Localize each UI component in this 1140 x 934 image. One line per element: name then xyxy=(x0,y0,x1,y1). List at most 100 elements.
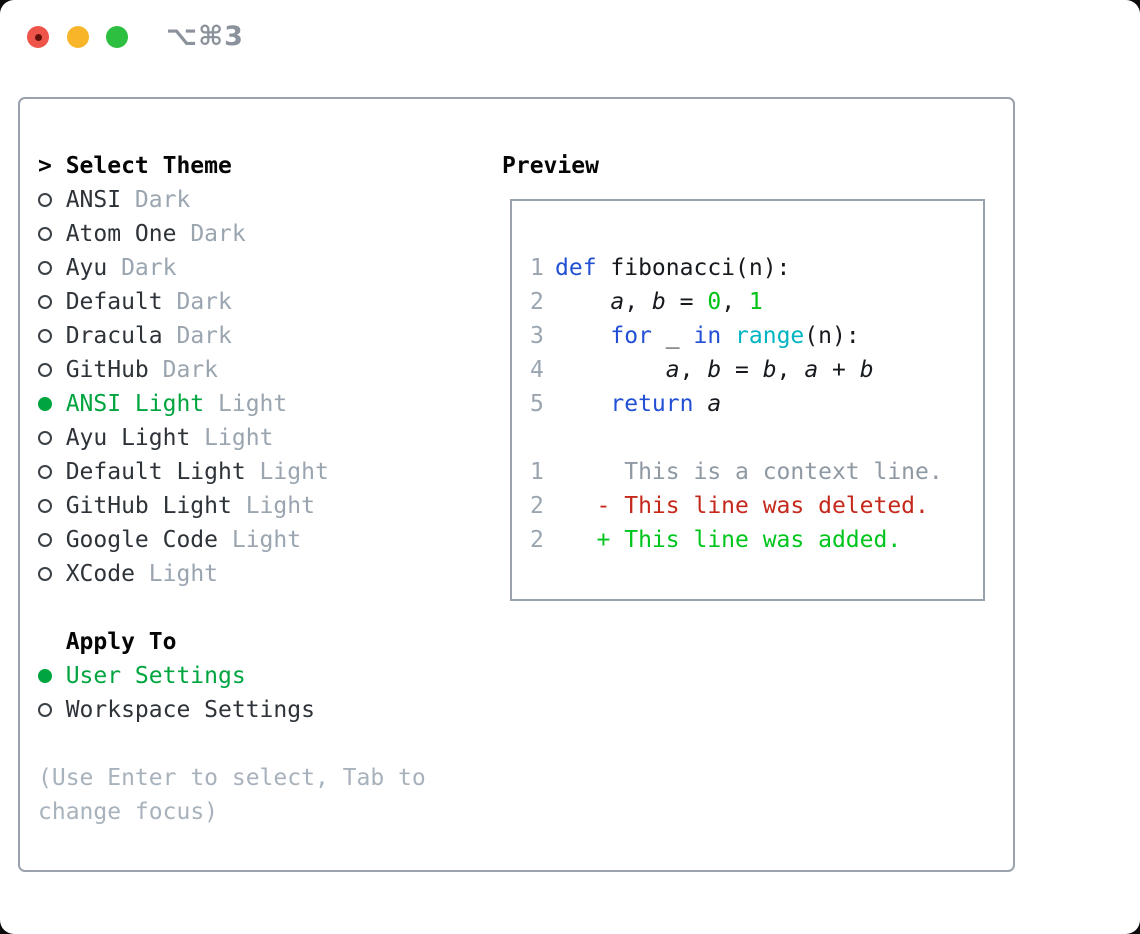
theme-option-github-light-light[interactable]: GitHub Light Light xyxy=(38,489,426,523)
radio-slot xyxy=(38,329,66,343)
radio-slot xyxy=(38,431,66,445)
apply-option-user-settings[interactable]: User Settings xyxy=(38,659,426,693)
code-token: This is a context line. xyxy=(555,459,943,485)
code-token: range xyxy=(735,323,805,349)
theme-option-google-code-light[interactable]: Google Code Light xyxy=(38,523,426,557)
radio-slot xyxy=(38,261,66,275)
radio-icon xyxy=(38,329,52,343)
radio-slot xyxy=(38,703,66,717)
theme-option-atom-one-dark[interactable]: Atom One Dark xyxy=(38,217,426,251)
radio-icon xyxy=(38,703,52,717)
cursor-icon: > xyxy=(38,153,52,179)
radio-slot xyxy=(38,397,66,411)
code-token: b xyxy=(859,357,874,383)
code-token: = xyxy=(721,357,763,383)
theme-option-ansi-dark[interactable]: ANSI Dark xyxy=(38,183,426,217)
code-token: , xyxy=(776,357,805,383)
radio-slot xyxy=(38,499,66,513)
line-number: 1 xyxy=(530,255,544,281)
theme-name: ANSI Light xyxy=(65,391,205,417)
theme-name: Default xyxy=(65,289,163,315)
code-token: , xyxy=(624,289,652,315)
hint-text: (Use Enter to select, Tab to change focu… xyxy=(38,761,426,829)
titlebar: ⌥⌘3 xyxy=(0,0,1140,74)
select-theme-header: >Select Theme xyxy=(38,149,426,183)
code-line: 4 a, b = b, a + b xyxy=(530,353,983,387)
code-token xyxy=(721,323,735,349)
code-token: b xyxy=(651,289,666,315)
theme-option-dracula-dark[interactable]: Dracula Dark xyxy=(38,319,426,353)
code-token: = xyxy=(665,289,708,315)
line-number: 2 xyxy=(530,527,544,553)
code-token: (n): xyxy=(804,323,860,349)
code-token: return xyxy=(610,391,694,417)
radio-slot xyxy=(38,533,66,547)
line-number: 1 xyxy=(530,459,544,485)
apply-option-workspace-settings[interactable]: Workspace Settings xyxy=(38,693,426,727)
line-number: 2 xyxy=(530,289,544,315)
code-token xyxy=(555,289,610,315)
theme-option-xcode-light[interactable]: XCode Light xyxy=(38,557,426,591)
radio-selected-icon xyxy=(38,669,52,683)
theme-name: ANSI xyxy=(65,187,122,213)
code-token: in xyxy=(693,323,722,349)
theme-name: Ayu xyxy=(65,255,108,281)
code-token xyxy=(555,323,610,349)
code-token: for xyxy=(610,323,652,349)
theme-variant: Light xyxy=(218,527,302,553)
theme-variant: Dark xyxy=(107,255,177,281)
code-token: fibonacci(n): xyxy=(596,255,791,281)
radio-slot xyxy=(38,465,66,479)
theme-name: Dracula xyxy=(65,323,163,349)
code-token: b xyxy=(707,357,722,383)
theme-name: XCode xyxy=(65,561,135,587)
theme-option-ayu-dark[interactable]: Ayu Dark xyxy=(38,251,426,285)
radio-slot xyxy=(38,567,66,581)
code-line: 2 - This line was deleted. xyxy=(530,489,983,523)
code-token: + xyxy=(818,357,860,383)
theme-name: Google Code xyxy=(65,527,219,553)
code-line: 3 for _ in range(n): xyxy=(530,319,983,353)
theme-option-default-light-light[interactable]: Default Light Light xyxy=(38,455,426,489)
code-line: 5 return a xyxy=(530,387,983,421)
hint-line-1: (Use Enter to select, Tab to xyxy=(38,765,426,791)
maximize-button[interactable] xyxy=(106,26,128,48)
theme-variant: Light xyxy=(245,459,329,485)
theme-option-default-dark[interactable]: Default Dark xyxy=(38,285,426,319)
minimize-button[interactable] xyxy=(67,26,89,48)
code-token xyxy=(555,391,610,417)
code-line: 2 + This line was added. xyxy=(530,523,983,557)
line-number: 5 xyxy=(530,391,544,417)
theme-option-ayu-light-light[interactable]: Ayu Light Light xyxy=(38,421,426,455)
theme-variant: Light xyxy=(204,391,288,417)
theme-name: Atom One xyxy=(65,221,177,247)
theme-variant: Dark xyxy=(176,221,246,247)
theme-variant: Light xyxy=(134,561,219,587)
theme-variant: Light xyxy=(231,493,315,519)
theme-variant: Dark xyxy=(148,357,219,383)
line-number: 3 xyxy=(530,323,544,349)
code-token: a xyxy=(707,391,722,417)
radio-slot xyxy=(38,669,66,683)
theme-option-github-dark[interactable]: GitHub Dark xyxy=(38,353,426,387)
code-token xyxy=(693,391,707,417)
theme-option-ansi-light-light[interactable]: ANSI Light Light xyxy=(38,387,426,421)
apply-option-label: Workspace Settings xyxy=(65,697,315,723)
close-button[interactable] xyxy=(27,26,49,48)
hint-line-2: change focus) xyxy=(38,799,219,825)
radio-icon xyxy=(38,295,52,309)
code-token: a xyxy=(804,357,819,383)
line-number: 2 xyxy=(530,493,544,519)
theme-variant: Dark xyxy=(162,289,232,315)
radio-selected-icon xyxy=(38,397,52,411)
radio-slot xyxy=(38,295,66,309)
line-number: 4 xyxy=(530,357,544,383)
code-line: 1 This is a context line. xyxy=(530,455,983,489)
